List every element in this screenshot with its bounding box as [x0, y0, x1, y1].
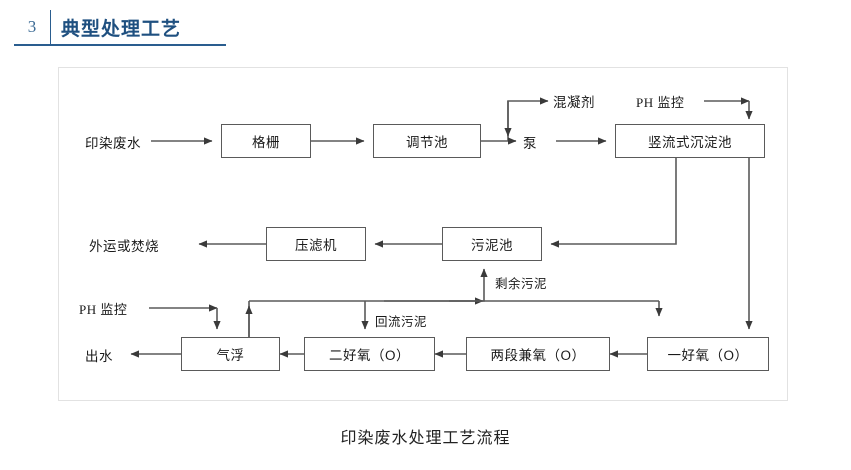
section-number: 3 [27, 17, 37, 36]
label-coagulant: 混凝剂 [553, 95, 595, 110]
label-excess-sludge: 剩余污泥 [495, 277, 548, 291]
label-effluent: 出水 [85, 349, 113, 364]
node-equalization[interactable]: 调节池 [373, 124, 481, 158]
node-sludge-tank[interactable]: 污泥池 [442, 227, 542, 261]
header-divider [50, 10, 51, 44]
page-title: 典型处理工艺 [61, 19, 182, 40]
node-anoxic-2stage[interactable]: 两段兼氧（O） [466, 337, 610, 371]
label-ph-monitor-bot: PH 监控 [79, 302, 128, 317]
node-aerobic-2[interactable]: 二好氧（O） [304, 337, 435, 371]
node-grille[interactable]: 格栅 [221, 124, 311, 158]
label-return-sludge: 回流污泥 [375, 315, 428, 329]
figure-caption: 印染废水处理工艺流程 [340, 430, 511, 447]
node-clarifier[interactable]: 竖流式沉淀池 [615, 124, 765, 158]
label-haul-or-burn: 外运或焚烧 [89, 239, 159, 254]
label-ph-monitor-top: PH 监控 [636, 95, 685, 110]
node-flotation[interactable]: 气浮 [181, 337, 280, 371]
process-flow-diagram: 格栅 调节池 竖流式沉淀池 压滤机 污泥池 气浮 二好氧（O） 两段兼氧（O） … [58, 67, 788, 401]
label-influent: 印染废水 [85, 136, 141, 151]
section-header: 3 典型处理工艺 [14, 10, 226, 46]
label-pump: 泵 [523, 136, 537, 151]
node-filter-press[interactable]: 压滤机 [266, 227, 366, 261]
node-aerobic-1[interactable]: 一好氧（O） [647, 337, 769, 371]
